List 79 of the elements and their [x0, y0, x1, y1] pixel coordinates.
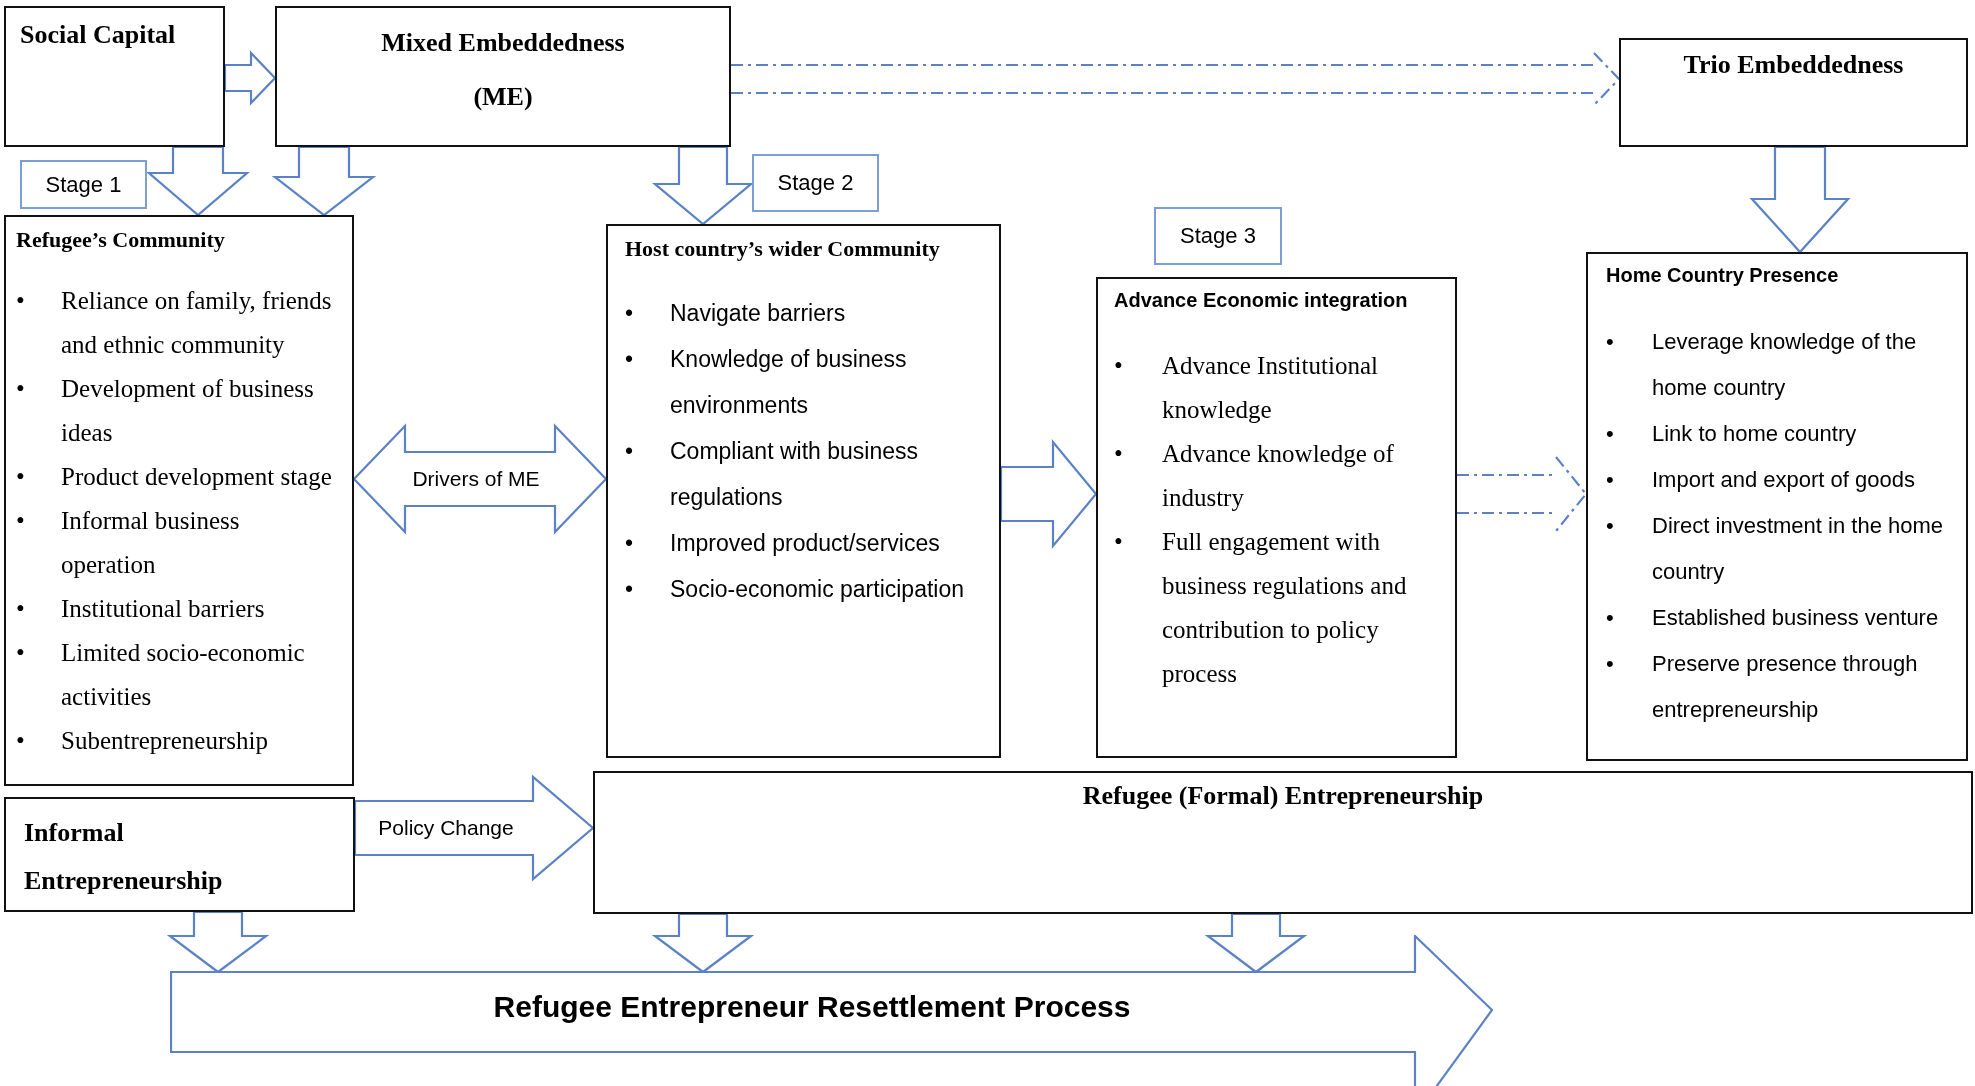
bullet-item: Direct investment in the home country [1652, 512, 1945, 586]
block-arrow [651, 145, 755, 226]
content-box [4, 6, 225, 147]
bullet-item: Leverage knowledge of the home country [1652, 328, 1918, 402]
box-title: Trio Embeddedness [1682, 50, 1905, 80]
bullet-item: Advance knowledge of industry [1162, 439, 1395, 513]
bullet-marker: • [1606, 420, 1614, 448]
block-arrow [1204, 912, 1308, 974]
block-arrow [271, 145, 377, 217]
bullet-item: Compliant with business regulations [670, 437, 919, 512]
bullet-item: Limited socio-economic activities [61, 638, 306, 712]
block-arrow [223, 50, 277, 106]
bullet-item: Full engagement with business regulations and contribution to policy process [1162, 527, 1408, 689]
bullet-marker: • [16, 594, 25, 624]
dashed-arrow [1455, 455, 1588, 533]
content-box [275, 6, 731, 147]
content-box [1096, 277, 1457, 758]
bullet-item: Knowledge of business environments [670, 345, 908, 420]
box-title: Informal Entrepreneurship [24, 817, 224, 897]
bullet-item: Socio-economic participation [670, 575, 966, 604]
bullet-marker: • [1606, 466, 1614, 494]
bullet-item: Preserve presence through entrepreneurship [1652, 650, 1919, 724]
bullet-marker: • [1606, 650, 1614, 678]
bullet-marker: • [1114, 439, 1123, 469]
stage-label: Stage 2 [752, 154, 879, 212]
box-title: Social Capital [20, 20, 177, 50]
content-box [1586, 252, 1968, 761]
content-box [593, 771, 1973, 914]
bullet-marker: • [625, 437, 634, 466]
block-arrow [166, 910, 270, 974]
bullet-marker: • [625, 345, 634, 374]
bullet-item: Navigate barriers [670, 299, 847, 328]
bullet-item: Link to home country [1652, 420, 1858, 448]
box-title: Refugee (Formal) Entrepreneurship [1081, 781, 1485, 811]
box-title: Advance Economic integration [1114, 289, 1409, 312]
edge-label: Drivers of ME [412, 467, 540, 491]
edge-label: Policy Change [378, 816, 514, 840]
bullet-item: Development of business ideas [61, 374, 315, 448]
block-arrow [146, 145, 250, 217]
labeled-block-arrow [352, 423, 608, 535]
bullet-item: Established business venture [1652, 604, 1940, 632]
bullet-item: Institutional barriers [61, 594, 266, 624]
stage-label: Stage 1 [20, 160, 147, 209]
box-title: Refugee’s Community [16, 227, 226, 253]
bullet-item: Subentrepreneurship [61, 726, 269, 756]
content-box [4, 215, 354, 786]
content-box [606, 224, 1001, 758]
box-title: Home Country Presence [1606, 264, 1840, 287]
bullet-marker: • [1114, 351, 1123, 381]
block-arrow [999, 438, 1098, 550]
bullet-marker: • [16, 286, 25, 316]
bullet-marker: • [16, 374, 25, 404]
bullet-item: Advance Institutional knowledge [1162, 351, 1379, 425]
bullet-marker: • [625, 575, 634, 604]
bullet-marker: • [16, 506, 25, 536]
bullet-item: Improved product/services [670, 529, 941, 558]
dashed-arrow [729, 51, 1621, 107]
bullet-marker: • [625, 299, 634, 328]
bullet-marker: • [1606, 328, 1614, 356]
bullet-marker: • [16, 726, 25, 756]
bullet-item: Import and export of goods [1652, 466, 1916, 494]
box-title: Mixed Embeddedness (ME) [380, 27, 626, 113]
bullet-item: Product development stage [61, 462, 333, 492]
content-box [1619, 38, 1968, 147]
bullet-marker: • [16, 462, 25, 492]
block-arrow [1749, 145, 1851, 254]
bullet-marker: • [16, 638, 25, 668]
bullet-item: Informal business operation [61, 506, 241, 580]
process-label: Refugee Entrepreneur Resettlement Process [493, 990, 1131, 1024]
bullet-item: Reliance on family, friends and ethnic community [61, 286, 333, 360]
stage-label: Stage 3 [1154, 207, 1282, 265]
box-title: Host country’s wider Community [625, 236, 941, 262]
bullet-marker: • [625, 529, 634, 558]
bullet-marker: • [1606, 604, 1614, 632]
bullet-marker: • [1606, 512, 1614, 540]
bullet-marker: • [1114, 527, 1123, 557]
content-box [4, 797, 355, 912]
block-arrow [651, 912, 755, 974]
labeled-block-arrow [353, 774, 595, 882]
